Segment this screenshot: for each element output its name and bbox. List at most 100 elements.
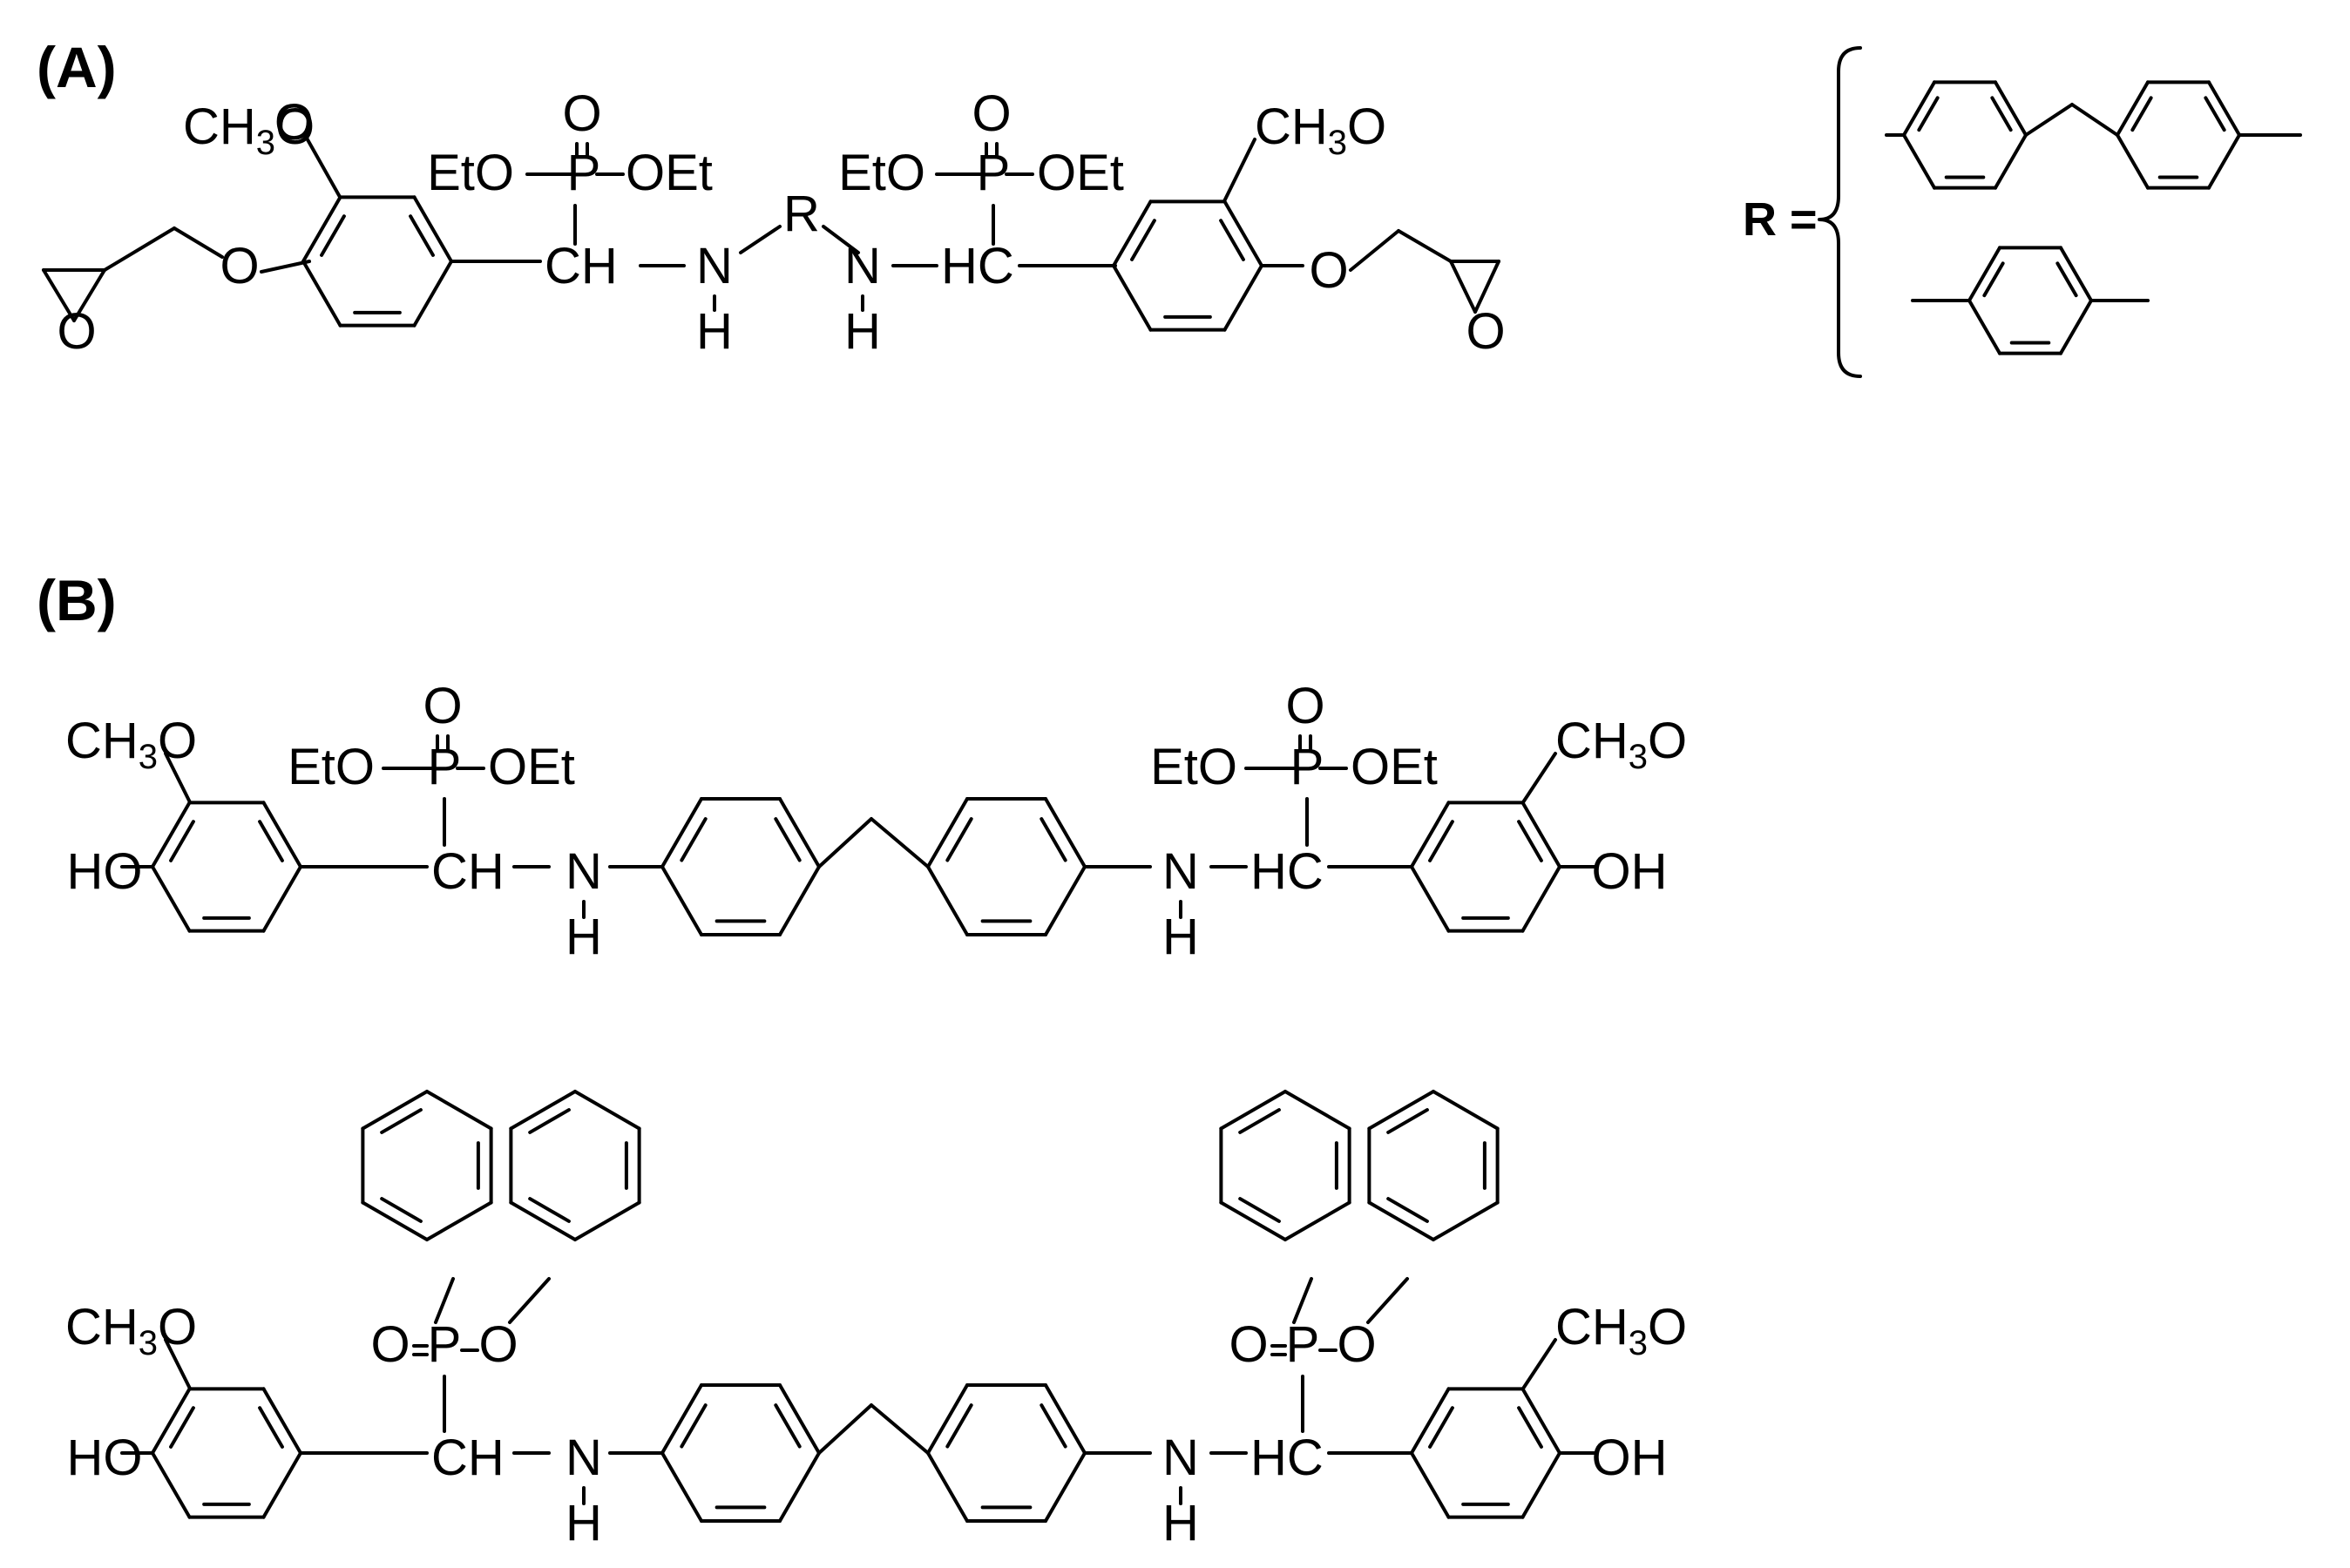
r-ring-1-inner-bond <box>1990 96 2013 132</box>
epoxide-bond <box>1449 260 1477 314</box>
b2-nh-h-right: H <box>1162 1495 1199 1551</box>
r-ring-3-bond <box>1967 299 2001 355</box>
ether-oxygen: O <box>1309 242 1348 299</box>
b2-dopo-ring2-right-bond <box>1432 1200 1500 1241</box>
b2-ring-mid-left-bond <box>778 1451 821 1523</box>
methoxy-bond <box>1521 1338 1557 1390</box>
r-ring-3-bond <box>2059 299 2093 355</box>
b2-ring-left-bond <box>261 1387 302 1455</box>
b1-ring-right-bond <box>1410 801 1451 868</box>
b1-ring-mid-right-bond <box>1044 865 1087 936</box>
r-ring-2-bond <box>2116 80 2150 137</box>
b1-p-right: P <box>1290 739 1324 795</box>
r-ring-2-bond <box>2207 133 2241 190</box>
b2-ring-mid-right-bond <box>926 1451 969 1523</box>
hc-a-right: HC <box>941 238 1014 294</box>
r-group-brace <box>1818 46 1862 378</box>
chain-bond <box>1349 229 1400 272</box>
b1-oet-right: OEt <box>1351 739 1438 795</box>
b2-ring-right-bond <box>1520 1451 1561 1519</box>
b2-ring-right-inner-bond <box>1428 1406 1454 1449</box>
b1-ring-mid-left-inner-bond <box>680 817 708 862</box>
ring-a-right-bond <box>1222 264 1263 332</box>
nh-h-a-left: H <box>696 303 733 360</box>
b2-ring-right-bond <box>1520 1387 1561 1455</box>
ring-a-right-bond <box>1222 199 1263 267</box>
b2-hc-right: HC <box>1250 1429 1324 1486</box>
ch2-bond <box>870 1403 930 1455</box>
b1-hc-right: HC <box>1250 843 1324 900</box>
r-ring-1-bond <box>1902 133 1936 190</box>
b2-dopo-ring2-right-bond <box>1432 1090 1500 1131</box>
b2-ring-left-inner-bond <box>169 1406 195 1449</box>
phosphorus-a-left: P <box>567 145 601 201</box>
b2-ring-right-bond <box>1410 1387 1451 1455</box>
b2-ring-mid-right-bond <box>926 1383 969 1455</box>
ch2-bond <box>817 1403 873 1455</box>
b1-ch-left: CH <box>431 843 505 900</box>
b2-ring-left-bond <box>261 1451 302 1519</box>
r-ring-1-bond <box>1994 133 2028 190</box>
r-ring-3-inner-bond <box>2055 261 2078 298</box>
p-oxygen-a-right: O <box>972 85 1011 142</box>
ring-a-left-inner-bond <box>320 214 346 257</box>
ch2-bond <box>870 817 930 868</box>
b2-dopo-ring2-left-inner-bond <box>528 1108 571 1134</box>
b2-ring-mid-left-inner-bond <box>774 1403 802 1449</box>
methoxy-label-a-left: CH3O <box>183 98 315 162</box>
b2-ring-left-bond <box>151 1451 192 1519</box>
p-oxygen-a-left: O <box>562 85 601 142</box>
methoxy-bond <box>164 1338 192 1390</box>
b2-dopo-ring1-right-bond <box>1283 1200 1351 1241</box>
b2-dopo-ring1-left-bond <box>361 1090 429 1131</box>
r-ring-3-bond <box>1967 246 2001 302</box>
eto-a-left: EtO <box>427 145 514 201</box>
b2-dopo-ring2-left-inner-bond <box>528 1197 571 1223</box>
b2-ring-mid-right-bond <box>1044 1451 1087 1523</box>
dopo-bond <box>434 1277 455 1324</box>
dopo-bond <box>508 1277 551 1324</box>
ring-a-left-bond <box>412 195 453 263</box>
b2-dopo-ring2-right-inner-bond <box>1386 1197 1429 1223</box>
b2-dopo-ring1-right-inner-bond <box>1238 1197 1281 1223</box>
b2-p-oxygen-left: O <box>370 1316 410 1373</box>
methoxy-label-a-right: CH3O <box>1255 98 1386 162</box>
panel-label-b: (B) <box>37 568 117 632</box>
b1-ring-mid-left-bond <box>660 797 703 868</box>
methoxy-bond <box>1521 752 1557 804</box>
r-ring-3-inner-bond <box>1982 261 2005 298</box>
b2-dopo-ring2-left-bond <box>573 1090 641 1131</box>
b1-nh-right: N <box>1162 843 1199 900</box>
b1-ring-left-bond <box>261 865 302 933</box>
epoxide-oxygen: O <box>57 303 96 360</box>
b2-dopo-ring2-left-bond <box>573 1200 641 1241</box>
b2-dopo-ring1-left-bond <box>425 1200 493 1241</box>
b1-ring-mid-left-bond <box>778 865 821 936</box>
nh-a-right: N <box>844 238 881 294</box>
b2-dopo-ring2-right-bond <box>1367 1200 1435 1241</box>
ring-a-left-bond <box>412 260 453 328</box>
oet-a-right: OEt <box>1037 145 1124 201</box>
b2-dopo-ring1-right-bond <box>1219 1090 1287 1131</box>
b1-ring-right-bond <box>1410 865 1451 933</box>
methoxy-bond <box>164 752 192 804</box>
oet-a-left: OEt <box>626 145 713 201</box>
ether-oxygen: O <box>220 238 259 294</box>
b1-ring-mid-right-inner-bond <box>945 817 973 862</box>
ring-a-left-bond <box>301 195 342 263</box>
b2-ho: HO <box>67 1429 143 1486</box>
b2-ring-mid-left-bond <box>778 1383 821 1455</box>
b1-ring-left-inner-bond <box>169 820 195 862</box>
b2-dopo-ring1-left-bond <box>361 1200 429 1241</box>
b1-ring-mid-left-inner-bond <box>774 817 802 862</box>
r-ch2-bond <box>2024 103 2074 137</box>
r-group: R <box>783 186 820 242</box>
b2-ring-left-inner-bond <box>258 1406 284 1449</box>
chain-bond <box>1397 229 1453 263</box>
b2-dopo-ring2-left-bond <box>509 1200 577 1241</box>
r-n-bond <box>822 225 860 254</box>
epoxide-oxygen: O <box>1466 303 1505 360</box>
b1-ring-left-inner-bond <box>258 820 284 862</box>
ring-a-right-bond <box>1112 199 1153 267</box>
b1-eto-left: EtO <box>288 739 375 795</box>
